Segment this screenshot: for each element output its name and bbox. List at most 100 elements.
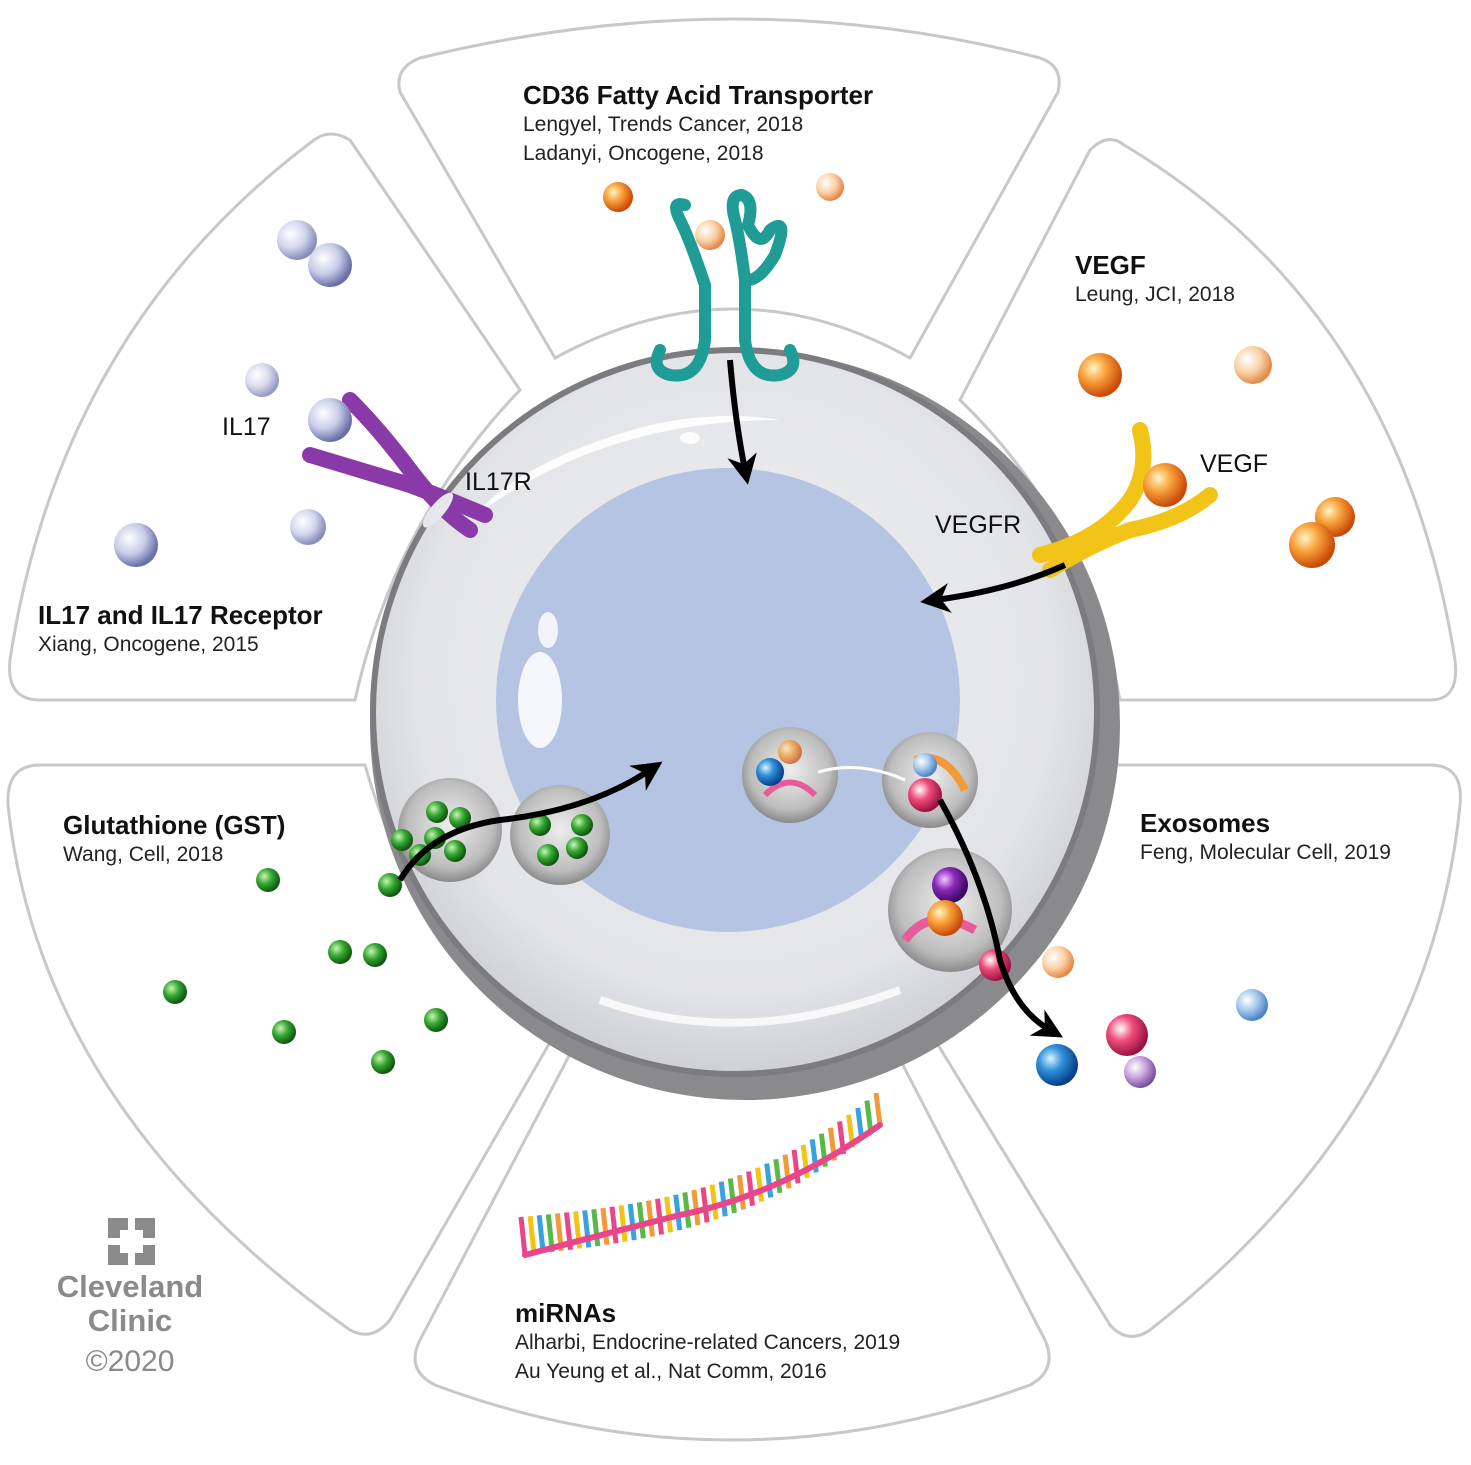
mirna-base: [518, 1216, 528, 1256]
il17-ligand-3: [245, 363, 279, 397]
mirna-base: [627, 1203, 637, 1241]
mirna-base: [736, 1174, 746, 1210]
mirna-backbone: [522, 1122, 883, 1258]
exosomes-ref-1: Feng, Molecular Cell, 2019: [1140, 841, 1391, 864]
exosome-cargo-pink: [908, 778, 942, 812]
nucleus-highlight-small: [538, 612, 558, 648]
mirna-base: [645, 1200, 655, 1237]
vegf-ligand-1: [1078, 353, 1122, 397]
exosome-link: [817, 766, 906, 782]
il17-ref-1: Xiang, Oncogene, 2015: [38, 633, 259, 656]
cd36-panel-label: CD36 Fatty Acid Transporter Lengyel, Tre…: [523, 80, 873, 168]
cleveland-clinic-logo: Cleveland Clinic ©2020: [50, 1212, 210, 1382]
mirna-base: [782, 1154, 792, 1189]
exosome-vesicles: [742, 727, 1012, 981]
mirna-base: [764, 1163, 774, 1198]
mirnas-title: miRNAs: [515, 1298, 617, 1328]
exosomes-panel-label: Exosomes Feng, Molecular Cell, 2019: [1140, 808, 1391, 867]
logo-copyright: ©2020: [85, 1345, 175, 1378]
il17-receptor: [302, 392, 493, 538]
fatty-acid-2: [816, 173, 844, 201]
exosome-cargo-lightblue: [913, 753, 937, 777]
mirna-base: [709, 1184, 719, 1220]
exosome-cargo-blue: [756, 758, 784, 786]
gst-title: Glutathione (GST): [63, 810, 286, 840]
exosome-arrow: [937, 798, 1064, 1038]
cd36-ref-2: Ladanyi, Oncogene, 2018: [523, 142, 764, 165]
cd36-arrow: [727, 359, 757, 485]
mirna-base: [755, 1167, 765, 1202]
released-exosome-cargo: [1036, 946, 1268, 1088]
il17r-membrane-gap: [422, 492, 454, 528]
vegf-bound: [1143, 463, 1187, 507]
vegfr-label: VEGFR: [935, 511, 1022, 539]
mirna-base: [700, 1187, 710, 1223]
il17-title: IL17 and IL17 Receptor: [38, 600, 323, 630]
il17-bound: [308, 398, 352, 442]
cleveland-clinic-logo-mark: [108, 1218, 155, 1265]
mirna-base: [527, 1215, 537, 1255]
mirnas-panel-label: miRNAs Alharbi, Endocrine-related Cancer…: [515, 1298, 900, 1386]
mirna-base: [864, 1100, 874, 1134]
logo-name-line1: Cleveland: [56, 1269, 204, 1304]
vegf-ligand-label: VEGF: [1200, 450, 1269, 478]
mirna-base: [618, 1205, 628, 1242]
cd36-receptor: [650, 189, 800, 382]
vegf-ligand-4: [1289, 522, 1335, 568]
exosome-rna-1: [762, 779, 818, 798]
vegf-arrow: [920, 562, 1067, 613]
il17-ligand-5: [290, 509, 326, 545]
mirna-base: [873, 1092, 883, 1126]
mirna-base: [600, 1207, 610, 1245]
vegf-receptor: [1032, 422, 1218, 578]
exosomes-title: Exosomes: [1140, 808, 1271, 838]
fatty-acid-1: [603, 182, 633, 212]
il17-ligand-4: [114, 523, 158, 567]
nucleus: [496, 468, 960, 932]
il17-ligand-2: [308, 243, 352, 287]
mirna-base: [773, 1158, 783, 1194]
mirna-base: [691, 1189, 701, 1226]
exosome-cargo-orange-2: [927, 900, 963, 936]
mirnas-ref-1: Alharbi, Endocrine-related Cancers, 2019: [515, 1331, 901, 1354]
il17-ligand-label: IL17: [222, 413, 271, 441]
mirna-base: [791, 1149, 801, 1184]
nucleus-highlight: [518, 652, 562, 748]
vegf-ligand-2: [1234, 346, 1272, 384]
mirna-base: [727, 1178, 737, 1214]
mirna-base: [718, 1181, 728, 1217]
cell-highlight: [470, 416, 780, 520]
cd36-ref-1: Lengyel, Trends Cancer, 2018: [523, 113, 804, 136]
exosome-cargo-orange: [778, 740, 802, 764]
mirna-base: [609, 1206, 619, 1244]
gst-ref-1: Wang, Cell, 2018: [63, 843, 224, 866]
cd36-title: CD36 Fatty Acid Transporter: [523, 80, 874, 110]
gst-vesicle-cytoplasm: [510, 785, 610, 885]
mirna-base: [655, 1198, 665, 1235]
fatty-acid-bound: [695, 220, 725, 250]
exosome-cargo-purple: [932, 867, 968, 903]
mirna-base: [636, 1202, 646, 1239]
logo-mark-spacer: [50, 1212, 210, 1270]
membrane-highlight: [680, 432, 700, 444]
vegf-panel-label: VEGF Leung, JCI, 2018: [1075, 250, 1235, 309]
mirna-base: [591, 1208, 601, 1247]
vegf-ref-1: Leung, JCI, 2018: [1075, 283, 1235, 306]
gst-panel-label: Glutathione (GST) Wang, Cell, 2018: [63, 810, 285, 869]
gst-vesicle-membrane: [398, 778, 502, 882]
mirna-base: [664, 1196, 674, 1233]
gst-arrow: [397, 761, 663, 882]
il17r-label: IL17R: [465, 468, 532, 496]
logo-name-line2: Clinic: [87, 1303, 173, 1338]
il17-panel-label: IL17 and IL17 Receptor Xiang, Oncogene, …: [38, 600, 323, 659]
exosome-vesicle-1: [742, 727, 838, 823]
mirna-base: [536, 1214, 546, 1254]
panel-cd36: [397, 17, 1061, 361]
cell-highlight-bottom: [598, 986, 902, 1027]
vegf-title: VEGF: [1075, 250, 1146, 280]
mirna-base: [746, 1171, 756, 1206]
glutathione-molecules: [163, 801, 593, 1074]
mirna-base: [682, 1192, 692, 1228]
il17-ligand-1: [277, 220, 317, 260]
